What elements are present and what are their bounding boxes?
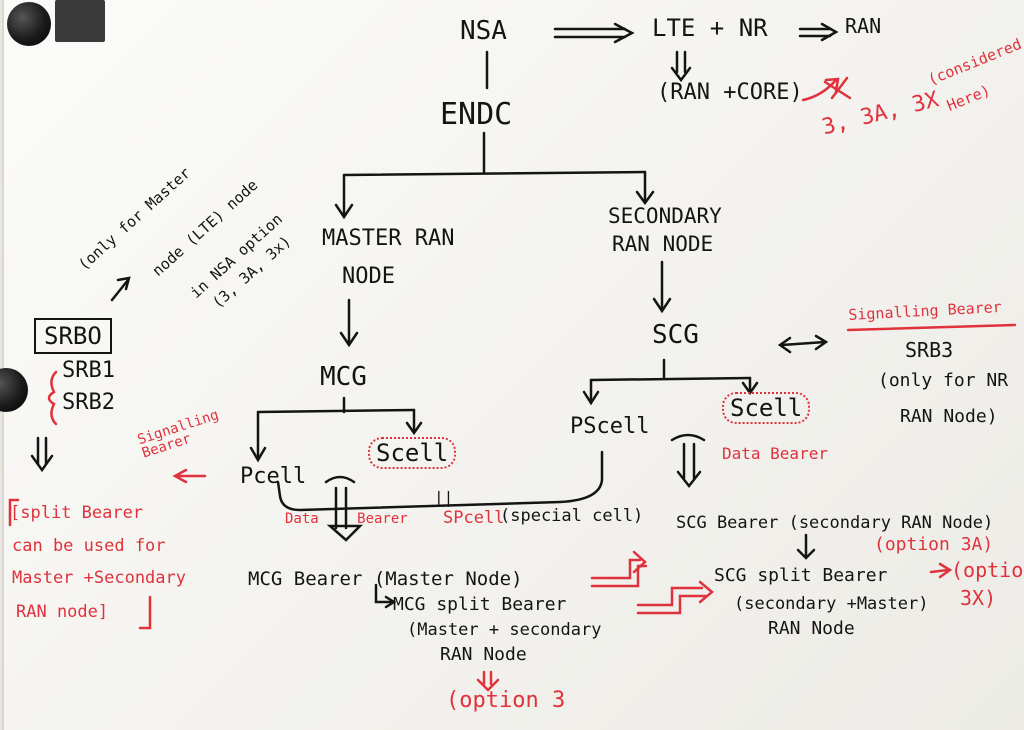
lte-nr-label: LTE + NR: [652, 14, 768, 42]
mcg-split-detail-2: RAN Node: [440, 644, 527, 665]
scg-split-detail-2: RAN Node: [768, 618, 855, 639]
mcg-split-detail-1: (Master + secondary: [407, 620, 602, 640]
scg-label: SCG: [652, 320, 699, 350]
pcell-label: Pcell: [240, 464, 307, 489]
data-bearer-right: Data Bearer: [722, 444, 828, 463]
srb3-label: SRB3: [905, 338, 954, 362]
split-bearer-note-3: Master +Secondary: [12, 568, 186, 588]
eraser: [55, 0, 105, 42]
mcg-split-bearer-label: MCG split Bearer: [393, 594, 567, 615]
srb2-label: SRB2: [62, 390, 115, 415]
mcg-bearer-label: MCG Bearer (Master Node): [248, 568, 523, 590]
ran-core-label: (RAN +CORE): [657, 80, 803, 105]
option-3a-label: (option 3A): [874, 534, 994, 555]
split-bearer-note-4: RAN node]: [16, 602, 109, 622]
endc-label: ENDC: [440, 97, 513, 132]
only-for-nr-2: RAN Node): [900, 406, 998, 427]
spcell-label: SPcell: [443, 508, 505, 528]
srb0-label: SRBO: [34, 318, 112, 354]
data-bearer-left: Data Bearer: [285, 511, 408, 527]
special-cell-label: (special cell): [500, 506, 644, 526]
scg-split-detail-1: (secondary +Master): [734, 594, 929, 614]
ran-top-label: RAN: [845, 14, 882, 38]
scell-right-label: Scell: [722, 392, 811, 424]
srb1-label: SRB1: [62, 358, 115, 383]
mcg-label: MCG: [320, 362, 367, 392]
master-ran-label-1: MASTER RAN: [322, 226, 455, 251]
master-ran-label-2: NODE: [342, 264, 395, 289]
only-for-nr-1: (only for NR: [878, 370, 1009, 391]
split-bearer-note-2: can be used for: [12, 536, 166, 556]
scg-bearer-label: SCG Bearer (secondary RAN Node): [676, 513, 994, 533]
option-3-label: (option 3: [446, 688, 566, 713]
double-bar: ||: [434, 488, 454, 507]
scg-split-bearer-label: SCG split Bearer: [714, 565, 888, 586]
option-3x-label-1: (option: [951, 558, 1024, 582]
scell-left-label: Scell: [368, 437, 457, 469]
magnet-top: [7, 2, 51, 46]
secondary-ran-label-2: RAN NODE: [612, 232, 714, 256]
pscell-label: PScell: [570, 414, 650, 439]
option-3x-label-2: 3X): [960, 586, 997, 610]
secondary-ran-label-1: SECONDARY: [608, 204, 722, 228]
split-bearer-note-1: [split Bearer: [10, 503, 144, 523]
nsa-label: NSA: [460, 16, 507, 46]
